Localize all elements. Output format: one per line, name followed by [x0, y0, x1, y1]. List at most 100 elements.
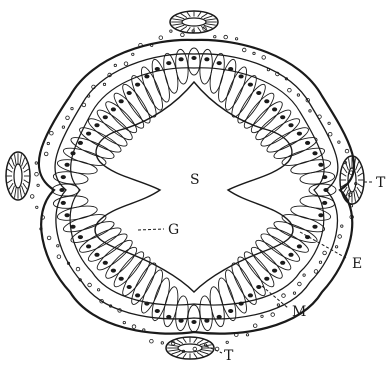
columnar-cell [207, 286, 227, 328]
cell-nucleus [65, 213, 70, 217]
wall-dot [262, 56, 266, 60]
columnar-cell [94, 236, 136, 273]
columnar-cell [258, 115, 303, 150]
tubule-cell-line [343, 167, 347, 173]
wall-dot [132, 325, 136, 329]
tubule-cell-line [345, 162, 348, 171]
cell-nucleus [280, 115, 285, 119]
wall-dot [30, 195, 34, 199]
cell-nucleus [322, 201, 327, 205]
tubule-cell-line [11, 186, 14, 195]
wall-dot [123, 321, 125, 323]
tubule-cell-line [205, 24, 215, 26]
columnar-cell [161, 52, 181, 94]
tubule-cell-line [194, 338, 197, 343]
tubule-cell-line [7, 180, 12, 183]
tubule-cell-line [176, 16, 185, 19]
columnar-cell [290, 157, 332, 177]
columnar-cell [128, 260, 161, 307]
cell-nucleus [127, 285, 132, 289]
cell-nucleus [264, 277, 269, 281]
columnar-cell [188, 48, 200, 75]
columnar-cell [299, 194, 335, 209]
wall-dot [297, 94, 299, 96]
wall-dot [303, 274, 305, 276]
tubule-cell-line [181, 14, 187, 18]
columnar-cell [252, 106, 294, 143]
cell-nucleus [86, 244, 91, 248]
wall-dot [314, 270, 318, 274]
cell-nucleus [179, 57, 184, 61]
wall-dot [224, 35, 228, 39]
wall-dot [150, 339, 154, 343]
wall-dot [261, 315, 263, 317]
cell-nucleus [256, 285, 261, 289]
cell-nucleus [61, 201, 66, 205]
cell-nucleus [127, 91, 132, 95]
tubule-cell-line [176, 25, 185, 28]
wall-dot [328, 122, 330, 124]
cell-nucleus [272, 107, 277, 111]
wall-dot [76, 267, 80, 271]
wall-dot [271, 313, 275, 317]
tubule-cell-line [358, 173, 363, 176]
tubule-cell-line [15, 154, 17, 164]
cell-nucleus [191, 320, 196, 324]
columnar-cell [174, 295, 189, 331]
cell-nucleus [217, 315, 222, 319]
cell-nucleus [256, 91, 261, 95]
label-t-bottom: T [224, 348, 234, 364]
tubule-cell-line [168, 350, 178, 352]
columnar-cell [240, 248, 277, 290]
wall-dot [288, 88, 292, 92]
tubule-cell-line [23, 183, 27, 189]
cell-nucleus [135, 83, 140, 87]
wall-dot [47, 236, 51, 240]
wall-dot [71, 107, 73, 109]
cell-nucleus [239, 74, 244, 78]
tubule-cell-line [183, 353, 186, 358]
columnar-cell [94, 106, 136, 143]
wall-dot [319, 261, 321, 263]
wall-dot [277, 304, 279, 306]
tubule-right [340, 156, 364, 204]
columnar-cell [85, 115, 130, 150]
tubule-cell-line [356, 190, 359, 199]
wall-dot [35, 162, 37, 164]
columnar-cell [309, 184, 336, 196]
tubule-cell-line [197, 340, 203, 344]
tubule-cell-line [187, 27, 190, 32]
label-g: G [168, 222, 179, 238]
tubule-cell-line [349, 158, 351, 168]
cell-nucleus [264, 99, 269, 103]
cell-nucleus [228, 67, 233, 71]
cell-nucleus [191, 56, 196, 60]
cell-nucleus [297, 132, 302, 136]
wall-dot [143, 329, 145, 331]
cell-nucleus [272, 269, 277, 273]
tubule-cell-line [20, 187, 22, 197]
wall-dot [335, 246, 337, 248]
wall-dot [309, 110, 311, 112]
wall-dot [66, 116, 70, 120]
columnar-cell [161, 286, 181, 328]
label-t-right: T [376, 175, 386, 191]
wall-dot [226, 341, 228, 343]
tubule-cell-line [24, 169, 29, 172]
columnar-cell [234, 254, 269, 299]
wall-dot [338, 141, 340, 143]
columnar-cell [85, 230, 130, 265]
wall-dot [338, 235, 342, 239]
wall-dot [323, 251, 327, 255]
tubule-cell-line [172, 19, 182, 21]
cell-nucleus [217, 61, 222, 65]
wall-dot [37, 184, 39, 186]
cell-nucleus [65, 163, 70, 167]
cell-nucleus [204, 319, 209, 323]
wall-dot [124, 62, 128, 66]
tubule-cell-line [172, 24, 182, 26]
wall-dot [57, 245, 59, 247]
tubule-cell-line [11, 158, 14, 167]
wall-dot [170, 30, 172, 32]
